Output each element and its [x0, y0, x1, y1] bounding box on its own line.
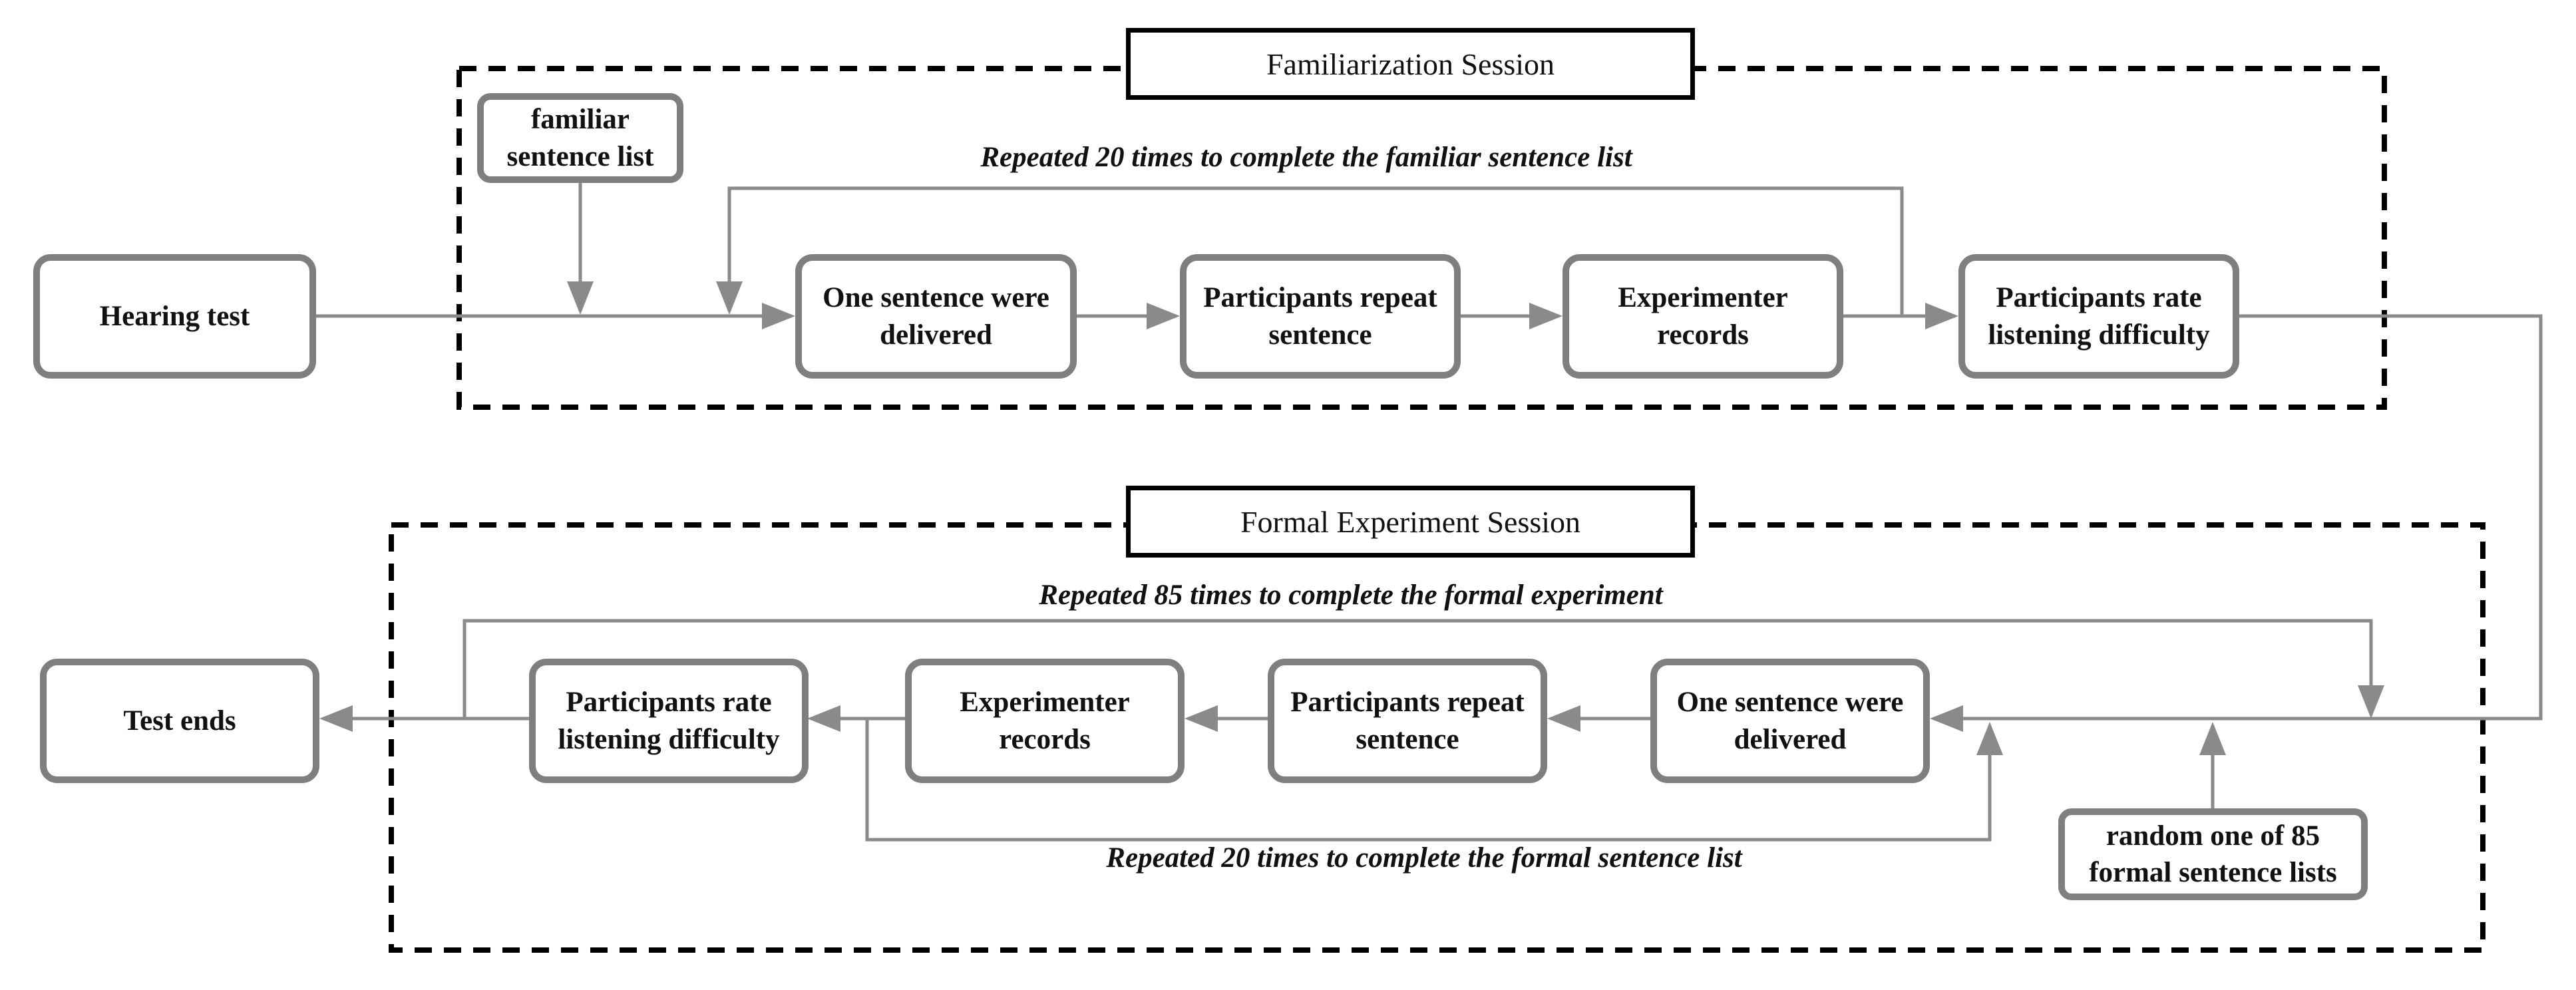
familiarization-repeat-label: Participants repeat sentence	[1203, 282, 1437, 351]
familiar-sentence-list-box: familiar sentence list	[477, 93, 683, 183]
formal-records-label: Experimenter records	[960, 687, 1130, 755]
familiarization-repeat-box: Participants repeat sentence	[1180, 254, 1461, 379]
loop-formal-85-label: Repeated 85 times to complete the formal…	[1039, 579, 1663, 611]
loop-formal-20-label: Repeated 20 times to complete the formal…	[1106, 842, 1742, 874]
formal-records-box: Experimenter records	[905, 659, 1185, 783]
test-ends-box: Test ends	[40, 659, 319, 783]
hearing-test-label: Hearing test	[99, 300, 250, 332]
formal-repeat-box: Participants repeat sentence	[1268, 659, 1547, 783]
loop-familiar-20	[716, 186, 1904, 316]
familiarization-delivered-box: One sentence were delivered	[795, 254, 1077, 379]
formal-delivered-label: One sentence were delivered	[1676, 687, 1904, 755]
familiarization-rate-label: Participants rate listening difficulty	[1988, 282, 2210, 351]
familiarization-rate-box: Participants rate listening difficulty	[1958, 254, 2239, 379]
familiar-sentence-list-label: familiar sentence list	[506, 104, 654, 172]
formal-rate-box: Participants rate listening difficulty	[529, 659, 809, 783]
familiarization-session-title: Familiarization Session	[1126, 28, 1695, 100]
familiarization-records-box: Experimenter records	[1563, 254, 1843, 379]
loop-formal-20	[865, 719, 2003, 842]
formal-rate-label: Participants rate listening difficulty	[558, 687, 780, 755]
familiarization-delivered-label: One sentence were delivered	[823, 282, 1049, 351]
test-ends-label: Test ends	[123, 705, 236, 737]
loop-familiar-20-label: Repeated 20 times to complete the famili…	[980, 142, 1632, 173]
formal-delivered-box: One sentence were delivered	[1650, 659, 1930, 783]
formal-session-title: Formal Experiment Session	[1126, 486, 1695, 558]
random-formal-list-label: random one of 85 formal sentence lists	[2089, 820, 2337, 888]
hearing-test-box: Hearing test	[33, 254, 316, 379]
formal-repeat-label: Participants repeat sentence	[1290, 687, 1525, 755]
arrow-rate-to-formal	[1930, 314, 2543, 732]
random-formal-list-box: random one of 85 formal sentence lists	[2058, 808, 2368, 900]
loop-formal-85	[462, 619, 2384, 719]
familiarization-records-label: Experimenter records	[1618, 282, 1788, 351]
familiarization-session-frame	[457, 66, 2387, 410]
